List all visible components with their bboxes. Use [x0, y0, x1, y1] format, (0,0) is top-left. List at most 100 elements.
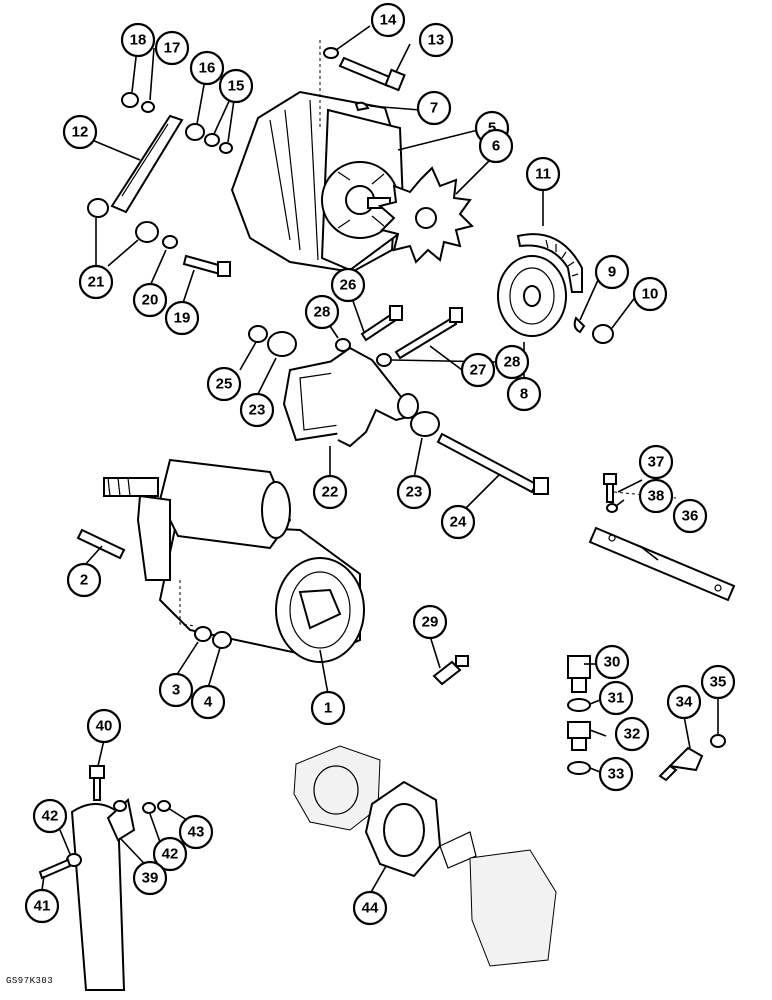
drive-belt	[516, 233, 583, 293]
callout-29[interactable]: 29	[412, 604, 448, 640]
callout-12[interactable]: 12	[62, 114, 98, 150]
callout-16[interactable]: 16	[189, 50, 225, 86]
callout-32[interactable]: 32	[614, 716, 650, 752]
svg-text:43: 43	[188, 824, 205, 841]
svg-text:10: 10	[642, 286, 659, 303]
svg-text:20: 20	[142, 292, 159, 309]
svg-text:6: 6	[492, 138, 500, 155]
svg-text:35: 35	[710, 674, 727, 691]
svg-text:14: 14	[380, 12, 397, 29]
svg-text:28: 28	[314, 304, 331, 321]
svg-text:42: 42	[42, 808, 59, 825]
callout-44[interactable]: 44	[352, 890, 388, 926]
callout-24[interactable]: 24	[440, 504, 476, 540]
callout-8[interactable]: 8	[506, 376, 542, 412]
svg-text:42: 42	[162, 846, 179, 863]
svg-text:11: 11	[535, 166, 551, 183]
small-hardware-top	[87, 47, 614, 367]
callout-31[interactable]: 31	[598, 680, 634, 716]
callout-42b[interactable]: 42	[152, 836, 188, 872]
callout-26[interactable]: 26	[330, 267, 366, 303]
callout-6[interactable]: 6	[478, 128, 514, 164]
callout-10[interactable]: 10	[632, 276, 668, 312]
callout-38[interactable]: 38	[638, 478, 674, 514]
svg-text:18: 18	[130, 32, 147, 49]
callout-41[interactable]: 41	[24, 888, 60, 924]
svg-text:39: 39	[142, 870, 159, 887]
callout-4[interactable]: 4	[190, 684, 226, 720]
svg-text:28: 28	[504, 354, 521, 371]
svg-text:13: 13	[428, 32, 445, 49]
svg-text:38: 38	[648, 488, 665, 505]
svg-text:4: 4	[204, 694, 213, 711]
callout-3[interactable]: 3	[158, 672, 194, 708]
callout-19[interactable]: 19	[164, 300, 200, 336]
svg-text:37: 37	[648, 454, 665, 471]
alternator	[230, 40, 406, 274]
callout-15[interactable]: 15	[218, 68, 254, 104]
svg-text:24: 24	[450, 514, 467, 531]
callout-30[interactable]: 30	[594, 644, 630, 680]
callout-33[interactable]: 33	[598, 756, 634, 792]
callout-21[interactable]: 21	[78, 264, 114, 300]
svg-text:32: 32	[624, 726, 641, 743]
svg-text:1: 1	[324, 700, 332, 717]
svg-text:29: 29	[422, 614, 439, 631]
svg-text:22: 22	[322, 484, 339, 501]
svg-text:5: 5	[488, 120, 496, 137]
callout-1[interactable]: 1	[310, 690, 346, 726]
callout-11[interactable]: 11	[525, 156, 561, 192]
callout-25[interactable]: 25	[206, 366, 242, 402]
callout-34[interactable]: 34	[666, 684, 702, 720]
switch-30-to-33	[567, 655, 591, 775]
svg-text:23: 23	[249, 402, 266, 419]
svg-text:44: 44	[362, 900, 379, 917]
callout-23a[interactable]: 23	[239, 392, 275, 428]
callout-2[interactable]: 2	[66, 562, 102, 598]
sender-29	[432, 655, 469, 686]
callout-20[interactable]: 20	[132, 282, 168, 318]
svg-text:19: 19	[174, 310, 191, 327]
callout-42a[interactable]: 42	[32, 798, 68, 834]
gasket-assembly	[293, 745, 557, 967]
pulley	[497, 255, 567, 337]
sender-34-washer-35	[658, 734, 726, 782]
callout-28a[interactable]: 28	[304, 294, 340, 330]
svg-text:3: 3	[172, 682, 180, 699]
callout-14[interactable]: 14	[370, 2, 406, 38]
svg-text:17: 17	[164, 40, 181, 57]
svg-text:9: 9	[608, 264, 616, 281]
starter-motor	[76, 458, 365, 663]
callout-9[interactable]: 9	[594, 254, 630, 290]
callout-35[interactable]: 35	[700, 664, 736, 700]
pipe-clamp-assembly	[38, 765, 171, 991]
callout-13[interactable]: 13	[418, 22, 454, 58]
callout-43[interactable]: 43	[178, 814, 214, 850]
callout-37[interactable]: 37	[638, 444, 674, 480]
callout-40[interactable]: 40	[86, 708, 122, 744]
svg-text:36: 36	[682, 508, 699, 525]
callout-7[interactable]: 7	[416, 90, 452, 126]
svg-text:33: 33	[608, 766, 625, 783]
callout-18[interactable]: 18	[120, 22, 156, 58]
callout-39[interactable]: 39	[132, 860, 168, 896]
svg-text:2: 2	[80, 572, 88, 589]
callout-22[interactable]: 22	[312, 474, 348, 510]
figure-code: GS97K303	[6, 976, 54, 986]
mounting-bracket	[248, 325, 549, 495]
strap-36	[588, 526, 736, 602]
callout-27[interactable]: 27	[460, 352, 496, 388]
callout-17[interactable]: 17	[154, 30, 190, 66]
svg-text:21: 21	[88, 274, 105, 291]
fan	[377, 166, 474, 264]
svg-text:40: 40	[96, 718, 113, 735]
svg-text:23: 23	[406, 484, 423, 501]
callout-36[interactable]: 36	[672, 498, 708, 534]
callout-23b[interactable]: 23	[396, 474, 432, 510]
svg-text:41: 41	[34, 898, 51, 915]
bolt-37-washer-38	[603, 473, 677, 513]
callout-28b[interactable]: 28	[494, 344, 530, 380]
svg-text:7: 7	[430, 100, 438, 117]
svg-text:15: 15	[228, 78, 245, 95]
